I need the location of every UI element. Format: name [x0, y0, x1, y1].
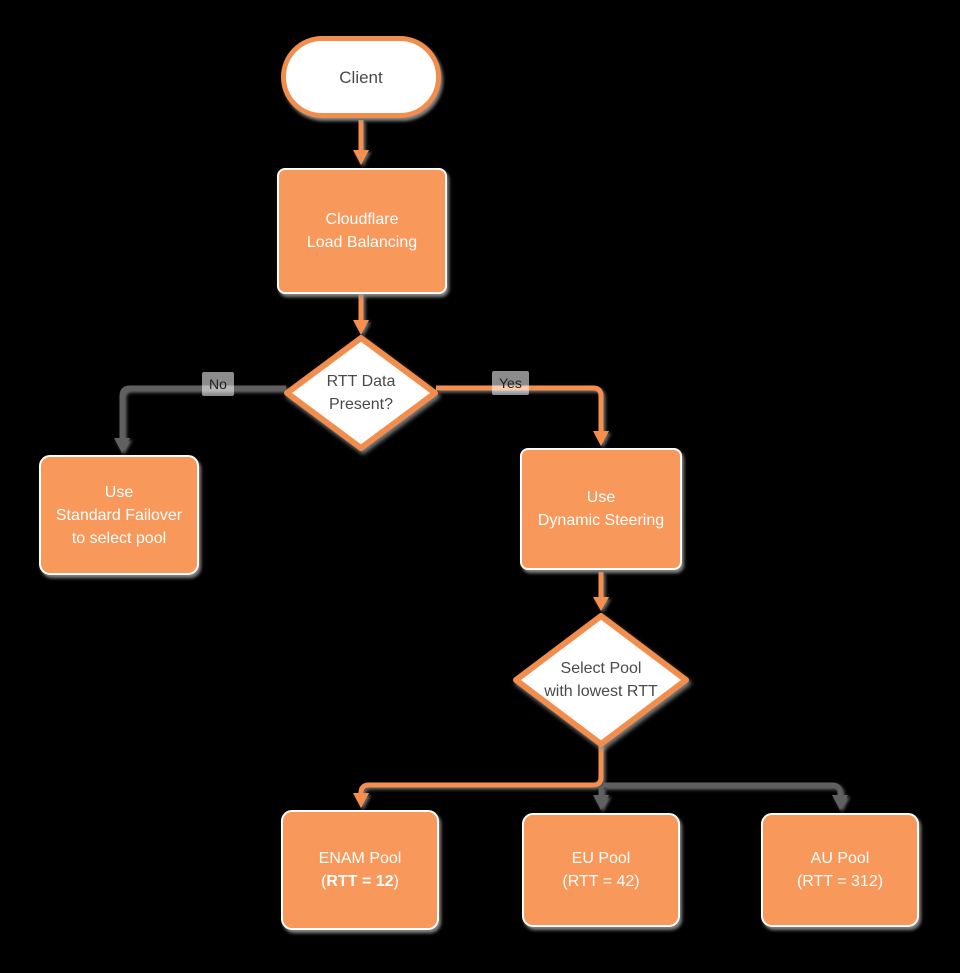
node-enam-pool-line1: ENAM Pool — [318, 850, 402, 867]
node-enam-pool: ENAM Pool (RTT = 12) — [281, 810, 439, 930]
select-pool-diamond-shape — [513, 613, 689, 747]
node-client-label: Client — [339, 67, 383, 87]
node-standard-failover-line1: Use — [104, 483, 134, 501]
node-select-pool-decision: Select Pool with lowest RTT — [512, 612, 690, 748]
node-au-pool: AU Pool (RTT = 312) — [761, 813, 919, 927]
enam-rtt-bold: RTT = 12 — [326, 873, 394, 890]
arrowhead-loadbalancer-to-rtt-decision — [353, 320, 369, 335]
arrowhead-select-pool-to-enam — [353, 793, 369, 808]
edge-no-to-standard-failover — [119, 385, 286, 439]
node-dynamic-steering-line2: Dynamic Steering — [537, 512, 665, 529]
node-load-balancer-line2: Load Balancing — [306, 234, 418, 251]
node-rtt-decision-label: RTT Data Present? — [283, 334, 439, 452]
node-au-pool-line1: AU Pool — [810, 850, 870, 867]
edge-select-pool-to-au — [603, 782, 843, 795]
node-enam-pool-line2: (RTT = 12) — [321, 873, 399, 890]
node-load-balancer-line1: Cloudflare — [325, 211, 399, 228]
arrowhead-select-pool-to-eu — [593, 795, 609, 810]
edge-label-yes: Yes — [492, 371, 529, 395]
node-dynamic-steering-line1: Use — [586, 489, 616, 506]
arrowhead-no-to-standard-failover — [114, 438, 130, 453]
edge-yes-to-dynamic-steering — [436, 385, 604, 432]
node-dynamic-steering: Use Dynamic Steering — [520, 448, 682, 570]
arrowhead-client-to-loadbalancer — [353, 150, 369, 165]
node-eu-pool-line2: (RTT = 42) — [562, 873, 640, 890]
node-standard-failover: Use Standard Failover to select pool — [39, 455, 199, 575]
node-rtt-decision: RTT Data Present? — [283, 334, 439, 452]
arrowhead-yes-to-dynamic-steering — [593, 431, 609, 446]
node-rtt-decision-line2: Present? — [328, 396, 394, 413]
rtt-decision-diamond-shape — [284, 335, 438, 451]
node-load-balancer: Cloudflare Load Balancing — [277, 168, 447, 294]
node-select-pool-label: Select Pool with lowest RTT — [512, 612, 690, 748]
node-client: Client — [281, 36, 441, 118]
arrowhead-dynamic-steering-to-select-pool — [593, 597, 609, 611]
node-select-pool-line1: Select Pool — [560, 660, 642, 677]
node-standard-failover-line3: to select pool — [71, 529, 167, 547]
arrowhead-select-pool-to-au — [832, 795, 848, 810]
node-eu-pool: EU Pool (RTT = 42) — [522, 813, 680, 927]
node-eu-pool-line1: EU Pool — [571, 850, 631, 867]
edge-label-no: No — [202, 372, 234, 396]
node-rtt-decision-line1: RTT Data — [326, 373, 396, 390]
node-au-pool-line2: (RTT = 312) — [796, 873, 884, 890]
node-select-pool-line2: with lowest RTT — [544, 683, 658, 700]
node-standard-failover-line2: Standard Failover — [55, 506, 183, 524]
edge-select-pool-to-enam — [358, 744, 604, 794]
